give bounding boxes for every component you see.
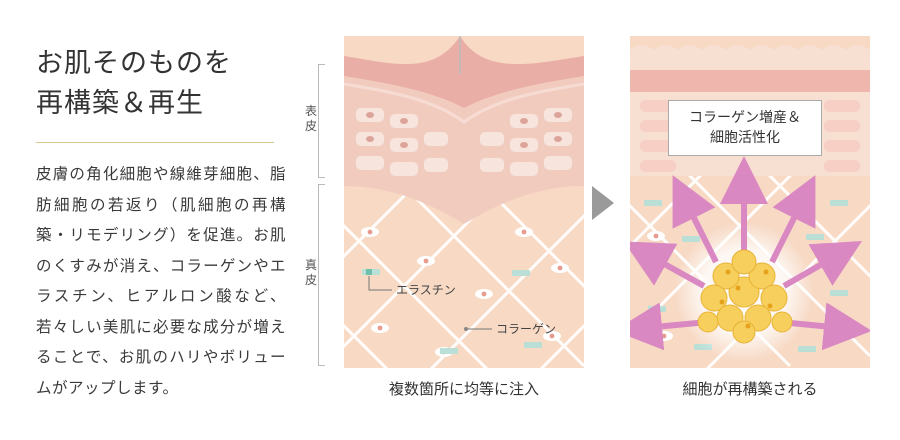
skin-diagram-before: エラスチン コラーゲン — [344, 36, 584, 368]
callout-elastin-label: エラスチン — [396, 283, 456, 297]
divider — [36, 142, 274, 143]
callout-elastin: エラスチン — [366, 269, 456, 297]
caption-after: 細胞が再構築される — [682, 380, 818, 398]
callout-collagen-label: コラーゲン — [496, 322, 556, 336]
description-text: 皮膚の角化細胞や線維芽細胞、脂肪細胞の若返り（肌細胞の再構築・リモデリング）を促… — [36, 165, 286, 397]
dermis-label: 真皮 — [304, 258, 317, 287]
skin-diagram-after — [630, 36, 870, 368]
intro-section: お肌そのものを 再構築＆再生 皮膚の角化細胞や線維芽細胞、脂肪細胞の若返り（肌細… — [36, 44, 286, 403]
epidermis-label: 表皮 — [304, 104, 317, 133]
main-heading: お肌そのものを 再構築＆再生 — [36, 44, 286, 124]
fibroblast-cells — [361, 227, 569, 357]
caption-before: 複数箇所に均等に注入 — [388, 380, 539, 398]
result-callout-line-1: コラーゲン増産＆ — [689, 110, 801, 126]
activation-arrows — [630, 156, 870, 351]
progress-arrow-icon — [592, 186, 614, 220]
fat-cell-cluster — [697, 249, 793, 344]
callout-collagen: コラーゲン — [464, 322, 556, 336]
heading-line-1: お肌そのものを — [36, 48, 232, 79]
result-callout-line-2: 細胞活性化 — [710, 130, 780, 146]
dermis-bracket — [318, 184, 325, 366]
result-callout-box: コラーゲン増産＆ 細胞活性化 — [668, 100, 822, 156]
epidermis-bracket — [318, 64, 325, 178]
heading-line-2: 再構築＆再生 — [36, 88, 204, 119]
